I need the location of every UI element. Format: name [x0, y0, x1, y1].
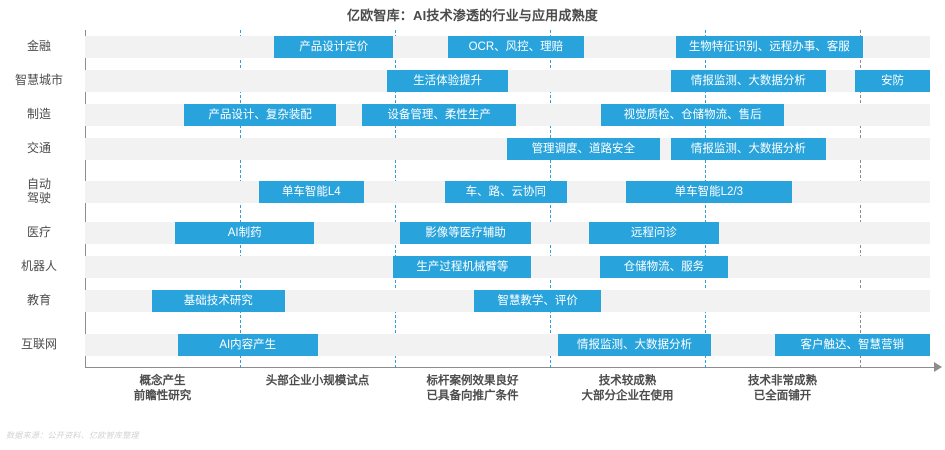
bar-AI制药[interactable]: AI制药 — [174, 222, 315, 244]
stage-label-3: 标杆案例效果良好已具备向推广条件 — [426, 375, 519, 402]
bar-车、路、云协同[interactable]: 车、路、云协同 — [444, 181, 568, 203]
row-label-自动驾驶: 自动驾驶 — [26, 177, 51, 205]
bar-视觉质检、仓储物流、售后[interactable]: 视觉质检、仓储物流、售后 — [601, 104, 785, 126]
bar-客户触达、智慧营销[interactable]: 客户触达、智慧营销 — [774, 334, 930, 356]
bar-情报监测、大数据分析[interactable]: 情报监测、大数据分析 — [670, 138, 826, 160]
stage-label-2: 头部企业小规模试点 — [265, 375, 370, 387]
bar-基础技术研究[interactable]: 基础技术研究 — [151, 290, 285, 312]
row-label-智慧城市: 智慧城市 — [14, 73, 63, 87]
bar-设备管理、柔性生产[interactable]: 设备管理、柔性生产 — [362, 104, 516, 126]
row-label-机器人: 机器人 — [20, 259, 57, 273]
bar-情报监测、大数据分析[interactable]: 情报监测、大数据分析 — [670, 70, 826, 92]
bar-安防[interactable]: 安防 — [855, 70, 930, 92]
x-axis-arrow-icon — [934, 362, 942, 372]
bar-情报监测、大数据分析[interactable]: 情报监测、大数据分析 — [557, 334, 712, 356]
bar-AI内容产生[interactable]: AI内容产生 — [178, 334, 318, 356]
bar-单车智能L4[interactable]: 单车智能L4 — [258, 181, 364, 203]
stage-label-1: 概念产生前瞻性研究 — [133, 375, 192, 402]
row-label-教育: 教育 — [26, 293, 51, 307]
bar-影像等医疗辅助[interactable]: 影像等医疗辅助 — [399, 222, 532, 244]
row-label-医疗: 医疗 — [26, 225, 51, 239]
bar-产品设计定价[interactable]: 产品设计定价 — [274, 36, 394, 58]
bar-OCR、风控、理赔[interactable]: OCR、风控、理赔 — [447, 36, 585, 58]
bar-远程问诊[interactable]: 远程问诊 — [588, 222, 719, 244]
bar-生物特征识别、远程办事、客服[interactable]: 生物特征识别、远程办事、客服 — [675, 36, 864, 58]
stage-label-5: 技术非常成熟已全面铺开 — [748, 375, 817, 402]
row-label-金融: 金融 — [26, 39, 51, 53]
row-label-交通: 交通 — [26, 141, 51, 155]
source-note: 数据来源：公开资料、亿欧智库整理 — [6, 431, 139, 440]
row-label-制造: 制造 — [26, 107, 51, 121]
bar-生活体验提升[interactable]: 生活体验提升 — [387, 70, 509, 92]
bar-产品设计、复杂装配[interactable]: 产品设计、复杂装配 — [184, 104, 337, 126]
x-axis-line — [85, 367, 937, 368]
stage-label-4: 技术较成熟大部分企业在使用 — [581, 375, 674, 402]
page-title: 亿欧智库：AI技术渗透的行业与应用成熟度 — [346, 8, 598, 23]
bar-生产过程机械臂等[interactable]: 生产过程机械臂等 — [393, 256, 532, 278]
bar-管理调度、道路安全[interactable]: 管理调度、道路安全 — [506, 138, 661, 160]
bar-单车智能L2/3[interactable]: 单车智能L2/3 — [625, 181, 792, 203]
bar-仓储物流、服务[interactable]: 仓储物流、服务 — [599, 256, 729, 278]
bar-智慧教学、评价[interactable]: 智慧教学、评价 — [474, 290, 602, 312]
row-label-互联网: 互联网 — [20, 337, 57, 351]
